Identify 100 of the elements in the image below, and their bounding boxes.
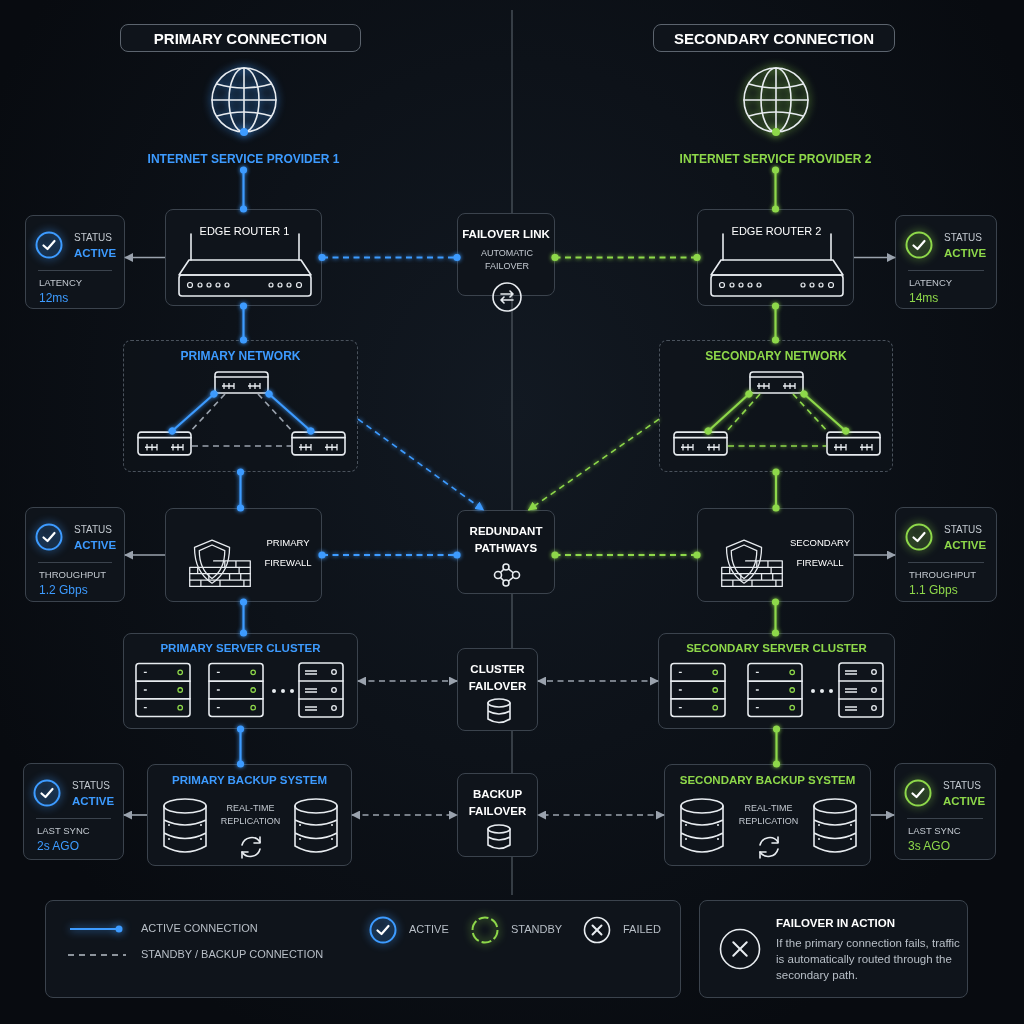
- isp-label: INTERNET SERVICE PROVIDER 1: [146, 152, 341, 167]
- group-title: PRIMARY NETWORK: [179, 349, 302, 364]
- metric-value: 1.2 Gbps: [39, 583, 88, 598]
- network-switch-icon: [214, 371, 269, 394]
- status-card: [25, 507, 125, 602]
- connector-line: [191, 445, 292, 447]
- device-label: PRIMARY FIREWALL: [263, 536, 313, 570]
- network-switch-icon: [826, 431, 881, 456]
- failover-description: AUTOMATIC FAILOVER: [479, 247, 535, 274]
- metric-value: 14ms: [909, 291, 939, 306]
- connector-line: [772, 468, 780, 512]
- device-card: [697, 209, 854, 306]
- status-card: [894, 763, 996, 860]
- cluster-title: PRIMARY SERVER CLUSTER: [159, 642, 322, 656]
- network-switch-icon: [291, 431, 346, 456]
- header-title: PRIMARY CONNECTION: [152, 30, 329, 48]
- metric-label: LATENCY: [39, 277, 83, 289]
- connector-line: [726, 393, 761, 432]
- info-panel: [699, 900, 968, 998]
- status-label: STATUS: [944, 524, 982, 536]
- device-label: EDGE ROUTER 2: [730, 225, 823, 239]
- cluster-panel: [658, 633, 895, 729]
- arrow: [357, 418, 485, 511]
- device-card: [165, 209, 322, 306]
- section-header: [653, 24, 895, 52]
- arrow: [537, 676, 659, 686]
- status-card: [895, 215, 997, 309]
- device-label: SECONDARY FIREWALL: [789, 536, 851, 570]
- metric-label: LAST SYNC: [37, 825, 90, 837]
- connector-line: [800, 390, 850, 435]
- backup-title: SECONDARY BACKUP SYSTEM: [678, 774, 857, 788]
- connector-line: [727, 445, 827, 447]
- status-label: STATUS: [72, 780, 110, 792]
- device-card: [697, 508, 854, 602]
- connector-line: [551, 551, 701, 559]
- failover-card: [457, 510, 555, 594]
- connector-line: [318, 253, 461, 262]
- failover-title: BACKUP FAILOVER: [467, 787, 528, 819]
- status-label: STATUS: [74, 232, 112, 244]
- failover-card: [457, 648, 538, 731]
- connector-line: [239, 302, 248, 344]
- arrow: [537, 810, 665, 820]
- info-text: If the primary connection fails, traffic is automatically routed through the secondary path.: [776, 936, 961, 984]
- metric-label: THROUGHPUT: [909, 569, 977, 581]
- network-switch-icon: [749, 371, 804, 394]
- arrow: [357, 676, 458, 686]
- connector-line: [168, 390, 218, 435]
- device-label: EDGE ROUTER 1: [198, 225, 291, 239]
- status-value: ACTIVE: [944, 539, 987, 553]
- status-label: STATUS: [74, 524, 112, 536]
- network-switch-icon: [137, 431, 192, 456]
- connector-line: [239, 598, 248, 637]
- metric-value: 2s AGO: [37, 839, 80, 854]
- info-title: FAILOVER IN ACTION: [776, 917, 896, 931]
- status-card: [23, 763, 124, 860]
- connector-line: [239, 166, 248, 213]
- backup-title: PRIMARY BACKUP SYSTEM: [170, 774, 329, 788]
- replication-label: REAL-TIME REPLICATION: [737, 802, 800, 829]
- connector-line: [265, 390, 315, 435]
- group-title: SECONDARY NETWORK: [704, 349, 848, 364]
- isp-label: INTERNET SERVICE PROVIDER 2: [678, 152, 873, 167]
- status-label: STATUS: [944, 232, 982, 244]
- connector-line: [551, 253, 701, 262]
- legend-label: STANDBY: [511, 923, 563, 937]
- connector-line: [792, 393, 828, 432]
- arrow: [853, 550, 896, 560]
- connector-line: [771, 598, 780, 637]
- connector-line: [318, 551, 461, 559]
- failover-title: CLUSTER FAILOVER: [467, 662, 528, 694]
- metric-value: 1.1 Gbps: [909, 583, 958, 598]
- legend-label: ACTIVE CONNECTION: [141, 922, 258, 936]
- connector-line: [236, 725, 245, 768]
- backup-panel: [147, 764, 352, 866]
- connector-line: [236, 468, 245, 512]
- network-group: [659, 340, 893, 472]
- status-card: [895, 507, 997, 602]
- arrow: [123, 810, 148, 820]
- replication-label: REAL-TIME REPLICATION: [219, 802, 282, 829]
- cluster-title: SECONDARY SERVER CLUSTER: [685, 642, 868, 656]
- metric-label: LATENCY: [909, 277, 953, 289]
- status-value: ACTIVE: [943, 795, 986, 809]
- failover-title: FAILOVER LINK: [462, 227, 550, 242]
- connector-line: [257, 393, 293, 432]
- status-card: [25, 215, 125, 309]
- metric-label: THROUGHPUT: [39, 569, 107, 581]
- arrow: [527, 418, 660, 511]
- arrow: [124, 253, 166, 262]
- legend-label: ACTIVE: [409, 923, 449, 937]
- legend-label: FAILED: [623, 923, 661, 937]
- metric-value: 12ms: [39, 291, 69, 306]
- cluster-panel: [123, 633, 358, 729]
- connector-line: [771, 166, 780, 213]
- backup-panel: [664, 764, 871, 866]
- status-value: ACTIVE: [74, 247, 117, 261]
- arrow: [124, 550, 166, 560]
- status-label: STATUS: [943, 780, 981, 792]
- connector-line: [704, 390, 753, 435]
- arrow: [351, 810, 458, 820]
- section-header: [120, 24, 361, 52]
- network-group: [123, 340, 358, 472]
